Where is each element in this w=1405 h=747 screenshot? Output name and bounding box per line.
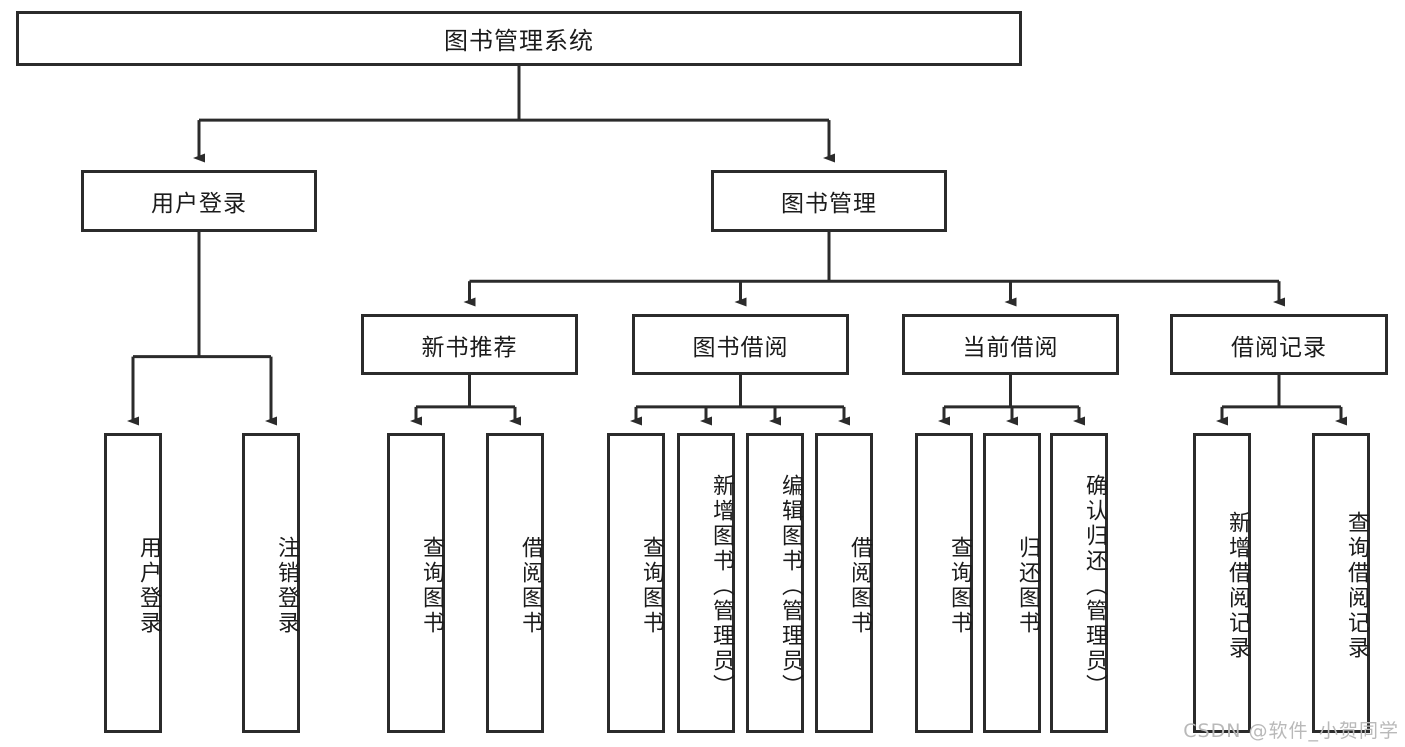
node-label: 注销登录 [274, 536, 299, 636]
node-leaf-user-logout[interactable]: 注销登录 [242, 433, 300, 733]
node-label: 借阅图书 [847, 536, 872, 636]
node-label: 新书推荐 [421, 334, 518, 361]
node-label: 图书管理 [781, 191, 877, 217]
csdn-watermark: CSDN @软件_小贺同学 [1183, 720, 1399, 742]
node-leaf-confirm-return[interactable]: 确认归还（管理员） [1050, 433, 1108, 733]
node-label: 借阅图书 [518, 536, 543, 636]
node-label: 查询图书 [419, 536, 444, 636]
node-label: 图书管理系统 [444, 27, 594, 55]
node-leaf-add-book[interactable]: 新增图书（管理员） [677, 433, 735, 733]
node-leaf-user-login[interactable]: 用户登录 [104, 433, 162, 733]
node-leaf-borrow-book[interactable]: 借阅图书 [815, 433, 873, 733]
node-book-management[interactable]: 图书管理 [711, 170, 947, 232]
node-leaf-query-book-recommend[interactable]: 查询图书 [387, 433, 445, 733]
node-label: 图书借阅 [692, 334, 789, 361]
node-label: 新增借阅记录 [1225, 511, 1250, 661]
node-root[interactable]: 图书管理系统 [16, 11, 1022, 66]
node-label: 查询图书 [947, 536, 972, 636]
node-label: 用户登录 [151, 191, 247, 217]
node-label: 当前借阅 [962, 334, 1059, 361]
node-label: 归还图书 [1015, 536, 1040, 636]
node-label: 查询图书 [639, 536, 664, 636]
node-label: 确认归还（管理员） [1082, 473, 1107, 699]
node-leaf-edit-book[interactable]: 编辑图书（管理员） [746, 433, 804, 733]
node-leaf-query-book-borrow[interactable]: 查询图书 [607, 433, 665, 733]
node-label: 新增图书（管理员） [709, 473, 734, 699]
node-label: 查询借阅记录 [1344, 511, 1369, 661]
node-label: 借阅记录 [1231, 334, 1327, 361]
node-leaf-query-book-current[interactable]: 查询图书 [915, 433, 973, 733]
node-leaf-query-borrow-record[interactable]: 查询借阅记录 [1312, 433, 1370, 733]
node-label: 用户登录 [136, 536, 161, 636]
node-leaf-borrow-book-recommend[interactable]: 借阅图书 [486, 433, 544, 733]
node-current-borrow[interactable]: 当前借阅 [902, 314, 1119, 375]
node-label: 编辑图书（管理员） [778, 473, 803, 699]
node-new-book-recommend[interactable]: 新书推荐 [361, 314, 578, 375]
node-borrow-record[interactable]: 借阅记录 [1170, 314, 1388, 375]
node-leaf-return-book[interactable]: 归还图书 [983, 433, 1041, 733]
node-book-borrow[interactable]: 图书借阅 [632, 314, 849, 375]
node-leaf-add-borrow-record[interactable]: 新增借阅记录 [1193, 433, 1251, 733]
node-user-login[interactable]: 用户登录 [81, 170, 317, 232]
